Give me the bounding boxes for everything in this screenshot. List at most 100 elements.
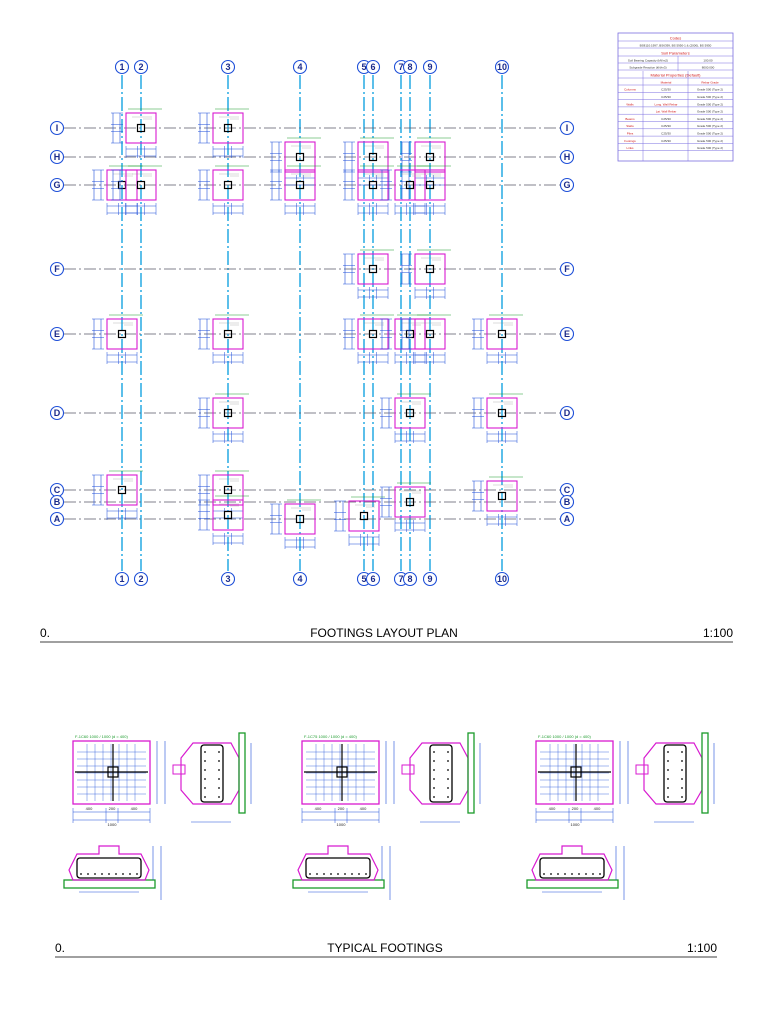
detail-label: F-1C60 1000 / 1000 (d = 400) [75,734,128,739]
section-cage [663,744,687,803]
grid-bubble [49,326,65,342]
rebar-dot [681,787,683,789]
footing-pad [394,397,426,429]
legend-cell: Subgrade Reaction (kN/m3) [629,65,666,69]
grid-bubble-label: E [564,329,570,339]
rebar-dot [557,873,559,875]
column-stub [117,485,127,495]
grid-bubble [49,494,65,510]
grid-bubble-label: H [564,152,571,162]
grid-bubble [365,59,381,75]
footing-pad [212,474,244,506]
rebar-dot [447,778,449,780]
dimension-text: 400 [315,806,322,811]
dimension-text: 1000 [337,822,347,827]
rebar-dot [204,760,206,762]
grid-bubble [559,177,575,193]
rebar-dot [309,873,311,875]
legend-cell: Beams [625,117,635,121]
grid-bubble-label: 6 [370,574,375,584]
rebar-dot [667,778,669,780]
footing [380,165,431,215]
rebar-dot [316,873,318,875]
legend-cell: Grade 500 (Type 2) [697,110,723,114]
footing-pad [106,474,138,506]
detail-pad [301,740,380,805]
column-stub [425,152,435,162]
legend-cell: Lat. Wall Rebar [656,110,677,114]
footing-pad [357,253,389,285]
legend-heading: Codes [670,35,682,40]
legend-cell: C25/30 [661,132,671,136]
section-outline [180,742,240,805]
footing-pad [284,503,316,535]
grid-bubble [365,571,381,587]
blinding-layer [467,732,475,814]
rebar-dot [667,769,669,771]
grid-bubble-label: 5 [361,574,366,584]
grid-bubble [559,120,575,136]
column-stub [497,491,507,501]
legend-cell: Links [626,146,634,150]
footing [334,496,385,546]
legend-text: BS8110:1997, BS6399, BS 5950-1 & (2000),… [640,43,712,47]
legend-header-cell: Rebar Grade [701,80,719,84]
rebar-dot [433,769,435,771]
rebar-dot [433,760,435,762]
legend-cell: Soil Bearing Capacity (kN/m2) [628,58,668,62]
grid-bubble-label: G [53,180,60,190]
detail-pad [535,740,614,805]
legend-cell: Slabs [626,124,634,128]
column-stub [359,511,369,521]
column-stub [497,329,507,339]
footing [198,165,249,215]
grid-bubble-label: 6 [370,62,375,72]
grid-bubble-label: B [564,497,571,507]
footing [270,137,321,187]
grid-bubble-label: I [56,123,59,133]
legend-heading: Material Properties (Default) [650,72,701,77]
legend-cell: 8000.000 [702,65,715,69]
section-cage [76,857,142,879]
legend-cell: C25/30 [661,88,671,92]
grid-bubble-label: C [564,485,571,495]
column-stub [136,180,146,190]
rebar-dot [87,873,89,875]
rebar-dot [433,796,435,798]
dimension-text: 400 [131,806,138,811]
column-stub [405,497,415,507]
section-cage [539,857,605,879]
grid-bubble-label: 3 [225,62,230,72]
footing-pad [357,141,389,173]
grid-bubble-label: 4 [297,574,302,584]
legend-cell: Grade 500 (Type 2) [697,132,723,136]
rebar-dot [571,873,573,875]
footing-pad [486,318,518,350]
grid-bubble-label: E [54,329,60,339]
column-stub [425,264,435,274]
column-stub [405,408,415,418]
rebar-dot [447,787,449,789]
grid-bubble-label: C [54,485,61,495]
footing [198,495,249,545]
column-stub [368,180,378,190]
footing [270,499,321,549]
legend-cell: Grade 500 (Type 2) [697,117,723,121]
rebar-dot [218,778,220,780]
column-stub [136,123,146,133]
footing [111,165,162,215]
rebar-dot [564,873,566,875]
column-stub [295,152,305,162]
footing [343,314,394,364]
column-stub [223,123,233,133]
grid-bubble-label: I [566,123,569,133]
rebar-dot [681,751,683,753]
column-stub [368,264,378,274]
legend-cell: Footings [624,139,636,143]
plan-title: FOOTINGS LAYOUT PLAN [310,626,458,640]
footing-pad [357,169,389,201]
detail-pad [72,740,151,805]
rebar-dot [599,873,601,875]
grid-bubble-label: D [54,408,61,418]
